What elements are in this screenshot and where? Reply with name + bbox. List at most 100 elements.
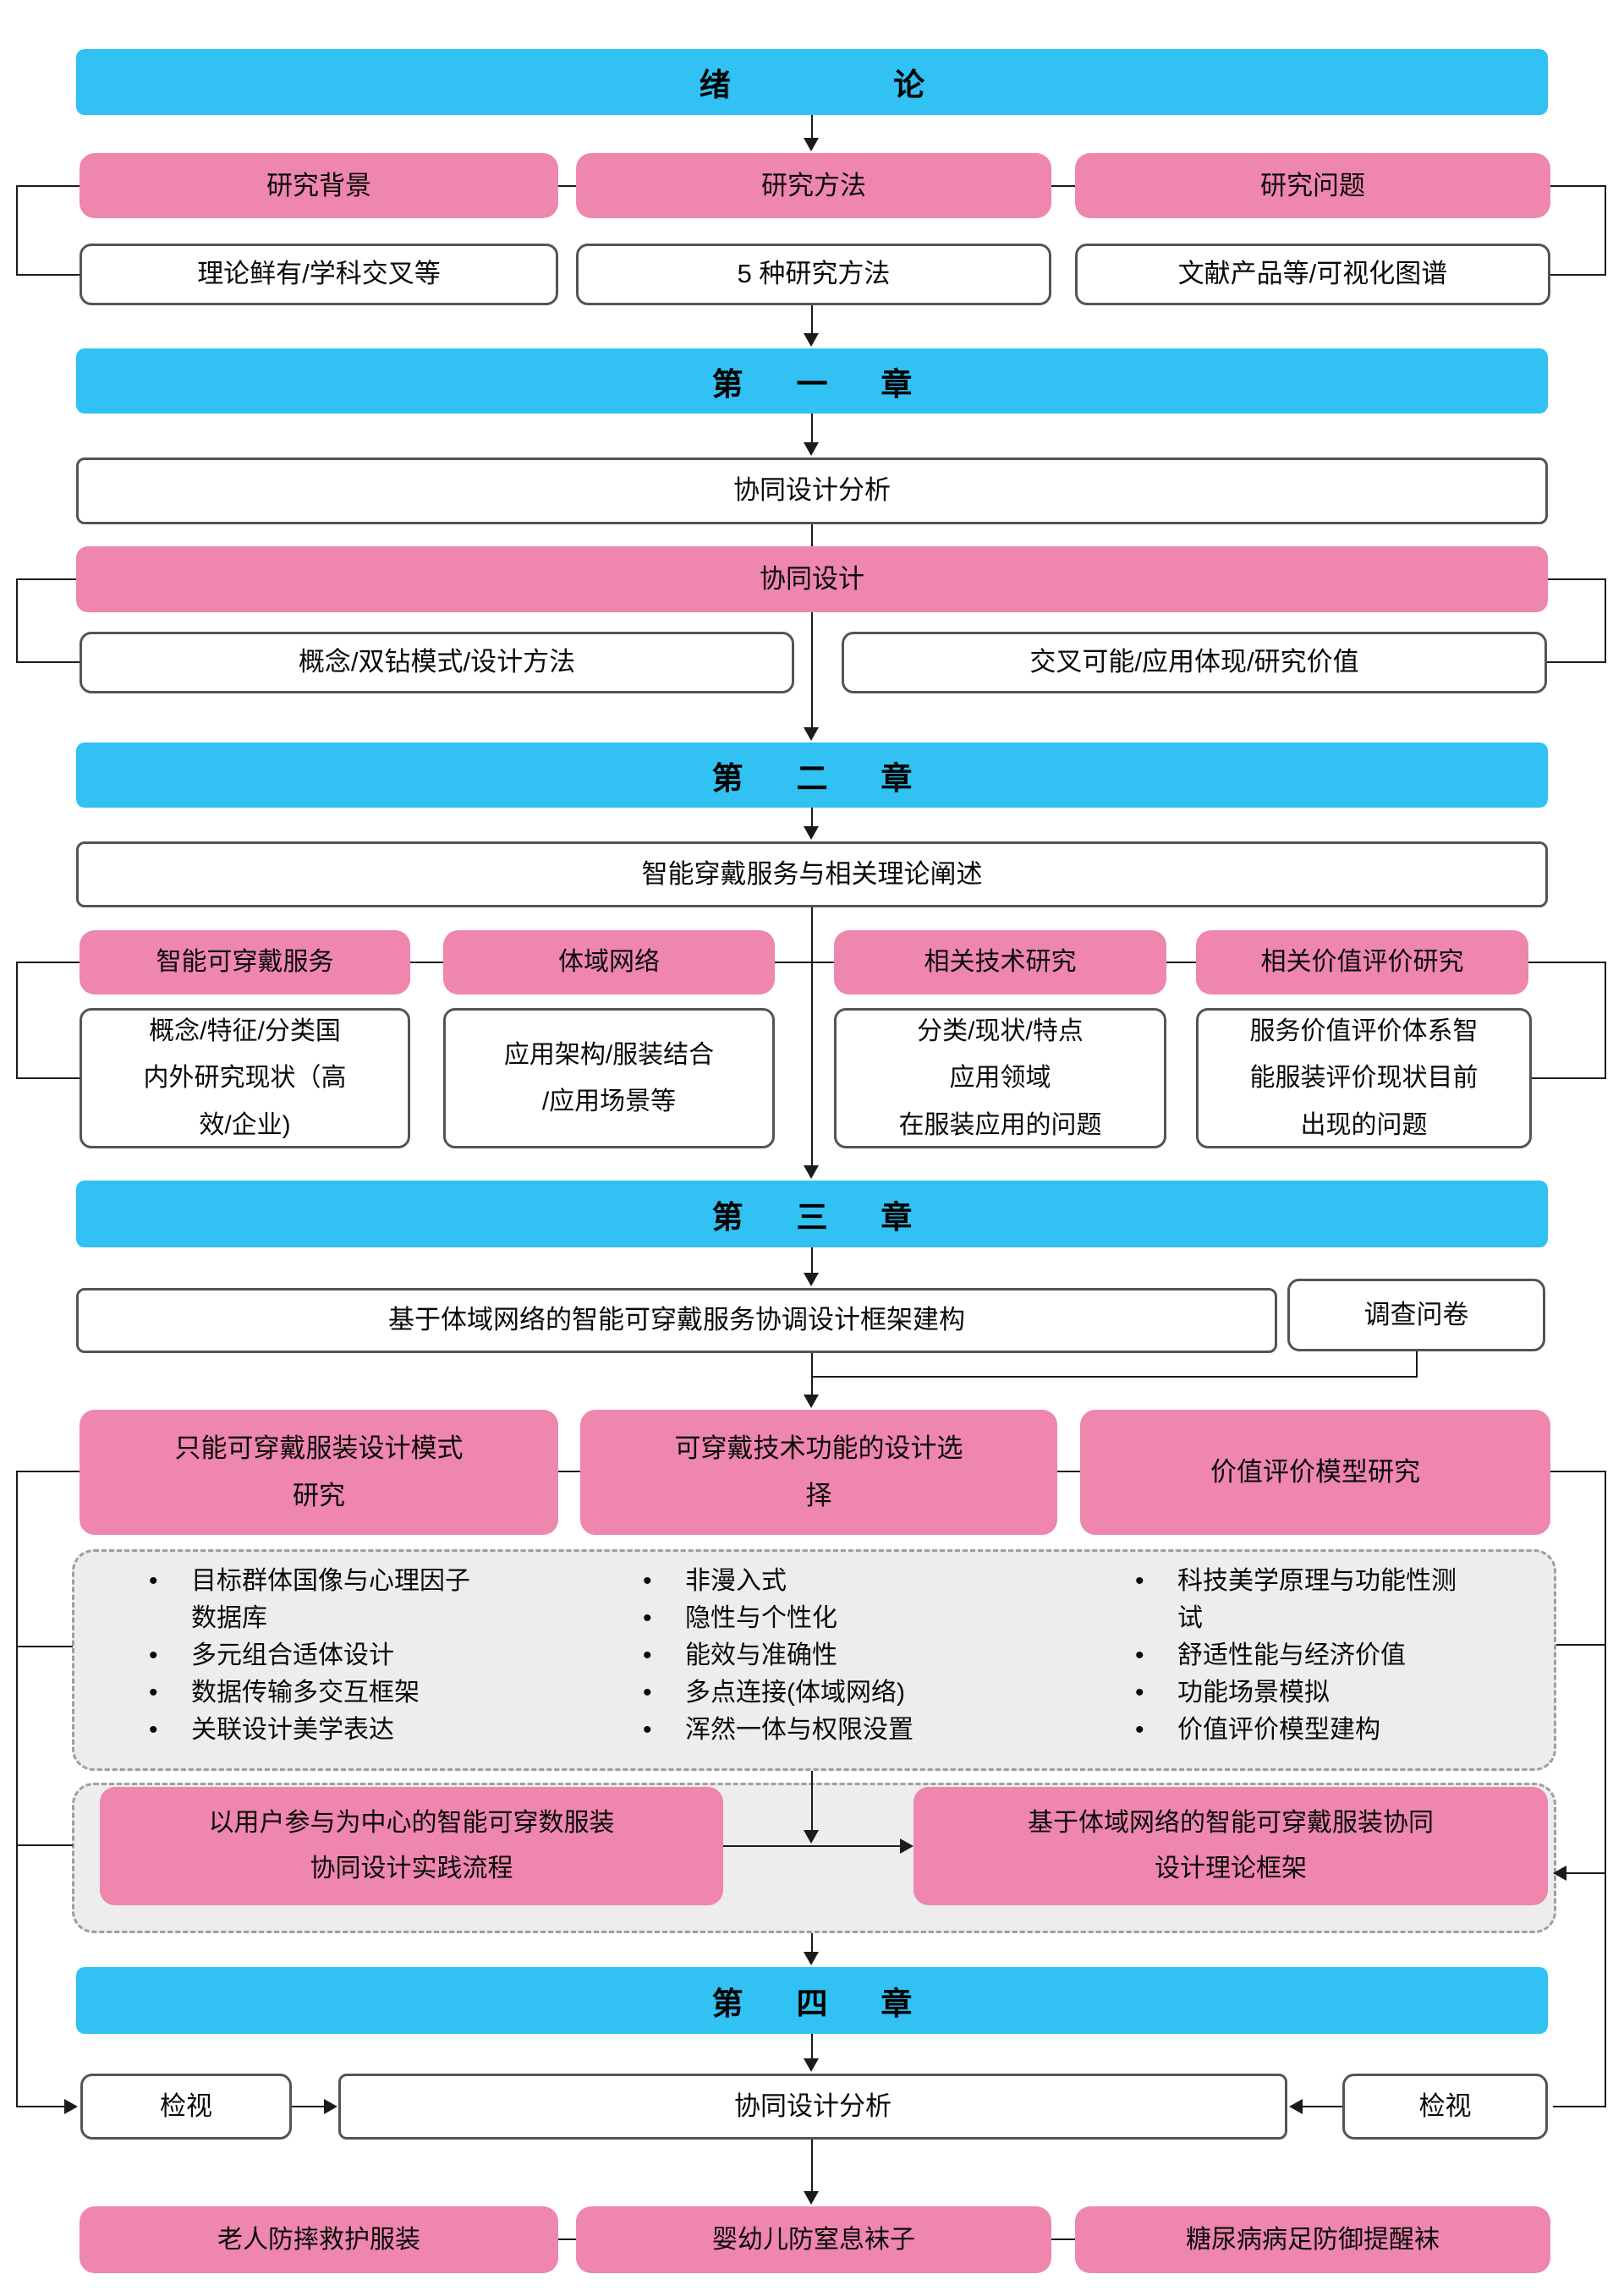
bullet-list-design-pattern: 目标群体国像与心理因子 数据库 多元组合适体设计 数据传输多交互框架 关联设计美… bbox=[142, 1563, 650, 1749]
list-item: 隐性与个性化 bbox=[636, 1600, 1118, 1637]
bracket-line bbox=[1547, 661, 1606, 663]
arrowhead-left bbox=[1289, 2099, 1303, 2114]
arrowhead-down bbox=[804, 1952, 819, 1965]
list-item: 科技美学原理与功能性测 试 bbox=[1128, 1563, 1602, 1637]
list-item: 浑然一体与权限没置 bbox=[636, 1712, 1118, 1749]
bracket-line bbox=[1532, 1077, 1606, 1079]
node-research-question: 研究问题 bbox=[1075, 153, 1550, 218]
bracket-line bbox=[16, 962, 80, 963]
chapter2-bar: 第二章 bbox=[76, 743, 1548, 808]
arrowhead-down bbox=[804, 442, 819, 456]
node-theory-framework: 基于体域网络的智能可穿戴服装协同 设计理论框架 bbox=[914, 1787, 1548, 1905]
arrowhead-right bbox=[900, 1838, 914, 1854]
chapter2-bar-label: 第二章 bbox=[711, 760, 966, 796]
node-smart-wearable-service: 智能可穿戴服务 bbox=[80, 930, 410, 995]
detail-research-question: 文献产品等/可视化图谱 bbox=[1075, 244, 1550, 305]
node-related-tech-research: 相关技术研究 bbox=[834, 930, 1166, 995]
rail-branch bbox=[1566, 1872, 1606, 1874]
node-survey-questionnaire: 调查问卷 bbox=[1287, 1279, 1545, 1351]
node-research-background: 研究背景 bbox=[80, 153, 558, 218]
chapter1-bar-label: 第一章 bbox=[711, 366, 966, 402]
node-review-left: 检视 bbox=[80, 2074, 292, 2140]
intro-chapter-bar: 绪论 bbox=[76, 49, 1548, 115]
list-item: 能效与准确性 bbox=[636, 1637, 1118, 1674]
arrow-chapter1-to-analysis bbox=[811, 414, 813, 444]
node-value-evaluation-research: 相关价值评价研究 bbox=[1196, 930, 1528, 995]
sibling-connector bbox=[558, 2238, 576, 2240]
node-body-area-network: 体域网络 bbox=[443, 930, 775, 995]
arrow-reviewleft-to-analysis bbox=[292, 2106, 324, 2107]
rail-branch bbox=[1556, 1644, 1606, 1646]
bracket-right-intro bbox=[1605, 185, 1606, 276]
bullet-list-value-model: 科技美学原理与功能性测 试 舒适性能与经济价值 功能场景模拟 价值评价模型建构 bbox=[1128, 1563, 1602, 1749]
node-review-right: 检视 bbox=[1342, 2074, 1548, 2140]
bracket-line bbox=[16, 661, 80, 663]
rail-branch bbox=[16, 1646, 73, 1647]
sibling-connector bbox=[1051, 2238, 1075, 2240]
list-item: 关联设计美学表达 bbox=[142, 1712, 650, 1749]
detail-body-area-network: 应用架构/服装结合 /应用场景等 bbox=[443, 1008, 775, 1148]
node-wearable-tech-function-selection: 可穿戴技术功能的设计选 择 bbox=[580, 1410, 1057, 1535]
connector-analysis-to-collab bbox=[811, 524, 813, 546]
list-item: 多点连接(体域网络) bbox=[636, 1674, 1118, 1712]
arrow-panel1-to-panel2 bbox=[811, 1771, 813, 1832]
arrowhead-down bbox=[804, 1395, 819, 1408]
arrow-chapter4-to-analysis bbox=[811, 2034, 813, 2060]
bracket-line bbox=[1528, 962, 1606, 963]
arrow-reviewright-to-analysis bbox=[1303, 2106, 1342, 2107]
rail-branch bbox=[16, 2106, 64, 2107]
rail-left bbox=[16, 1471, 18, 2107]
arrow-row-to-chapter1 bbox=[811, 305, 813, 335]
bullet-list-tech-function: 非漫入式 隐性与个性化 能效与准确性 多点连接(体域网络) 浑然一体与权限没置 bbox=[636, 1563, 1118, 1749]
arrowhead-down bbox=[804, 1165, 819, 1179]
list-item: 功能场景模拟 bbox=[1128, 1674, 1602, 1712]
detail-research-method: 5 种研究方法 bbox=[576, 244, 1051, 305]
chapter3-bar: 第三章 bbox=[76, 1181, 1548, 1247]
node-research-method: 研究方法 bbox=[576, 153, 1051, 218]
list-item: 目标群体国像与心理因子 数据库 bbox=[142, 1563, 650, 1637]
arrowhead-down bbox=[804, 2058, 819, 2072]
list-item: 数据传输多交互框架 bbox=[142, 1674, 650, 1712]
arrow-intro-to-row bbox=[811, 115, 813, 140]
arrowhead-down bbox=[804, 2191, 819, 2205]
arrow-chapter3-to-framework bbox=[811, 1247, 813, 1274]
sibling-connector bbox=[1057, 1471, 1080, 1472]
bracket-line bbox=[16, 1077, 80, 1079]
bracket-left-ch2 bbox=[16, 962, 18, 1079]
detail-smart-wearable-service: 概念/特征/分类国 内外研究现状（高 效/企业) bbox=[80, 1008, 410, 1148]
node-collab-design-analysis-ch1: 协同设计分析 bbox=[76, 458, 1548, 524]
arrow-overview-to-chapter3 bbox=[811, 907, 813, 1167]
bracket-line bbox=[1550, 274, 1606, 276]
node-user-centered-practice-process: 以用户参与为中心的智能可穿数服装 协同设计实践流程 bbox=[100, 1787, 723, 1905]
detail-collab-left: 概念/双钻模式/设计方法 bbox=[80, 632, 794, 693]
bracket-left-intro bbox=[16, 185, 18, 276]
arrow-panel2-to-chapter4 bbox=[811, 1933, 813, 1954]
arrowhead-down bbox=[804, 826, 819, 840]
sibling-connector bbox=[558, 1471, 580, 1472]
node-case-infant-antisuffocation-socks: 婴幼儿防窒息袜子 bbox=[576, 2206, 1051, 2273]
bracket-line bbox=[16, 185, 80, 187]
arrowhead-down bbox=[804, 1830, 819, 1844]
node-ch2-overview: 智能穿戴服务与相关理论阐述 bbox=[76, 841, 1548, 907]
detail-value-evaluation-research: 服务价值评价体系智 能服装评价现状目前 出现的问题 bbox=[1196, 1008, 1532, 1148]
detail-collab-right: 交叉可能/应用体现/研究价值 bbox=[842, 632, 1547, 693]
arrowhead-down bbox=[804, 333, 819, 347]
arrow-framework-to-topics bbox=[811, 1353, 813, 1396]
sibling-connector bbox=[410, 962, 443, 963]
bracket-left-ch1 bbox=[16, 578, 18, 663]
list-item: 价值评价模型建构 bbox=[1128, 1712, 1602, 1749]
rail-branch bbox=[16, 1844, 73, 1846]
arrowhead-down bbox=[804, 138, 819, 151]
intro-bar-label: 绪论 bbox=[699, 68, 1088, 102]
node-wearable-design-pattern-research: 只能可穿戴服装设计模式 研究 bbox=[80, 1410, 558, 1535]
arrowhead-right bbox=[324, 2099, 337, 2114]
rail-branch bbox=[1550, 1471, 1606, 1472]
arrow-collab-to-chapter2 bbox=[811, 612, 813, 729]
sibling-connector bbox=[558, 185, 576, 187]
rail-branch bbox=[1553, 2106, 1606, 2107]
node-case-elderly-fall-protection: 老人防摔救护服装 bbox=[80, 2206, 558, 2273]
list-item: 非漫入式 bbox=[636, 1563, 1118, 1600]
chapter1-bar: 第一章 bbox=[76, 348, 1548, 414]
chapter4-bar-label: 第四章 bbox=[711, 1986, 966, 2021]
